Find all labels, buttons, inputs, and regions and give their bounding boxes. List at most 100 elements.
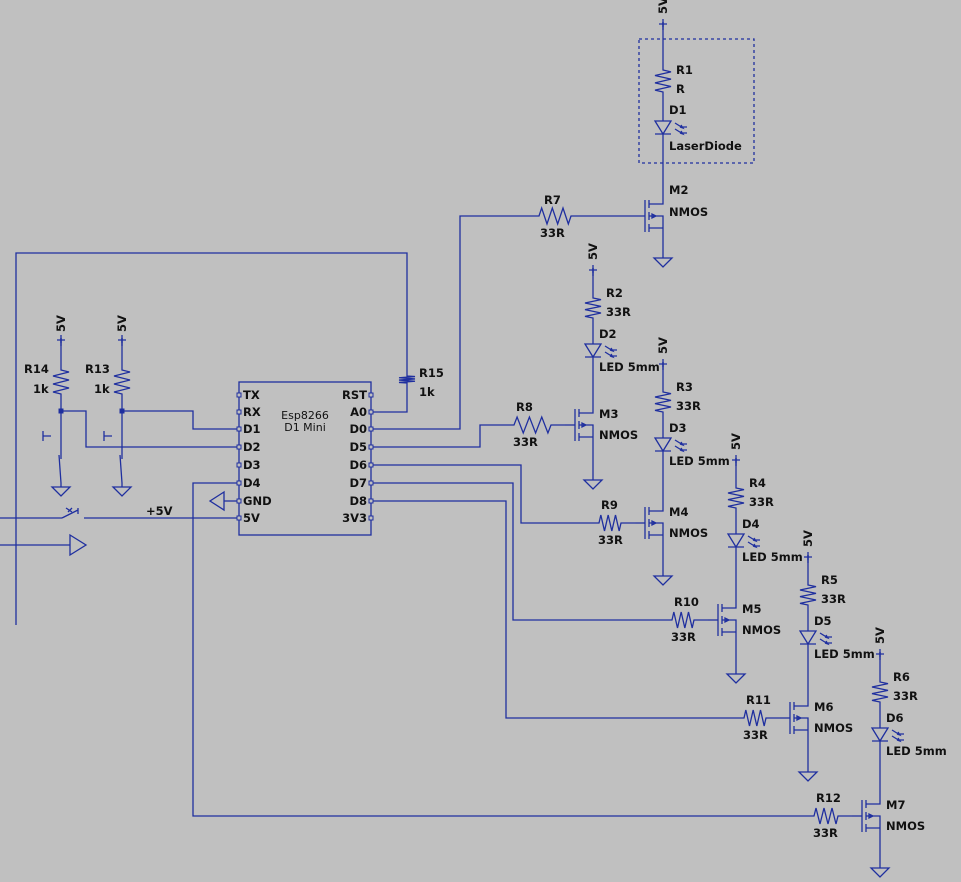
d2-val: LED 5mm [599, 360, 660, 374]
pullup-r13-resistor [113, 354, 131, 410]
pullup-r14-resistor [52, 354, 70, 410]
pin-label-rx: RX [243, 405, 261, 419]
r7-val: 33R [540, 226, 565, 240]
stage5-ground-icon [869, 864, 891, 878]
wire-d7 [371, 482, 658, 621]
stage1-nmos [574, 397, 594, 476]
r15-ref: R15 [419, 366, 444, 380]
stage4-led [798, 630, 818, 646]
rg10-ref: R10 [674, 595, 699, 609]
stage3-led [726, 533, 746, 549]
vcc-label: 5V [54, 315, 68, 332]
d5-ref: D5 [814, 614, 832, 628]
module-subname: D1 Mini [284, 421, 326, 434]
rg10-val: 33R [671, 630, 696, 644]
push-button-switch-icon [103, 411, 123, 484]
pin-d7 [368, 480, 374, 486]
rg8-val: 33R [513, 435, 538, 449]
d6-ref: D6 [886, 711, 904, 725]
rg9-val: 33R [598, 533, 623, 547]
pin-d2 [236, 444, 242, 450]
stage3-ground-icon [725, 670, 747, 684]
rg8-ref: R8 [516, 400, 533, 414]
stage5-nmos [861, 788, 881, 864]
r5-val: 33R [821, 592, 846, 606]
switch-ground-icon [111, 483, 133, 497]
stage5-resistor [871, 666, 889, 718]
pin-label-d4: D4 [243, 476, 261, 490]
stage5-led-light-icon [891, 729, 904, 743]
pin-label-d0: D0 [349, 422, 367, 436]
wire-d2 [61, 410, 239, 448]
d6-val: LED 5mm [886, 744, 947, 758]
r3-ref: R3 [676, 380, 693, 394]
power-switch-icon [61, 508, 88, 519]
pullup-r14-ref: R14 [24, 362, 49, 376]
stage4-ground-icon [797, 768, 819, 782]
stage5-gate-resistor [800, 807, 852, 825]
pin-label-d3: D3 [243, 458, 261, 472]
r6-val: 33R [893, 689, 918, 703]
pin-rx [236, 409, 242, 415]
wires [0, 22, 881, 817]
pin-label-5v: 5V [243, 511, 260, 525]
r7-ref: R7 [544, 193, 561, 207]
pin-d4 [236, 480, 242, 486]
pin-d6 [368, 462, 374, 468]
pin-label-rst: RST [342, 388, 367, 402]
m4-val: NMOS [669, 526, 708, 540]
wire-rst-loop [15, 252, 408, 625]
m3-ref: M3 [599, 407, 618, 421]
stage3-nmos [717, 592, 737, 670]
pin-5v [236, 515, 242, 521]
pin-d3 [236, 462, 242, 468]
r1-resistor [654, 54, 672, 108]
wire-d5 [371, 424, 500, 448]
m6-ref: M6 [814, 700, 833, 714]
vcc-label: 5V [873, 627, 887, 644]
r6-ref: R6 [893, 670, 910, 684]
pin-d8 [368, 498, 374, 504]
laser-module-box [638, 38, 755, 164]
r4-val: 33R [749, 495, 774, 509]
m4-ref: M4 [669, 505, 688, 519]
stage4-resistor [799, 569, 817, 621]
stage2-ground-icon [652, 572, 674, 586]
r5-ref: R5 [821, 573, 838, 587]
stage2-resistor [654, 376, 672, 428]
vcc-label: 5V [656, 337, 670, 354]
stage4-gate-resistor [730, 709, 780, 727]
rg12-ref: R12 [816, 791, 841, 805]
pin-label-d7: D7 [349, 476, 367, 490]
stage2-led-light-icon [674, 439, 687, 453]
pin-d1 [236, 426, 242, 432]
m7-ref: M7 [886, 798, 905, 812]
d3-ref: D3 [669, 421, 687, 435]
wire-d6 [371, 464, 585, 524]
stage3-led-light-icon [747, 535, 760, 549]
r4-ref: R4 [749, 476, 766, 490]
wire-d8 [371, 500, 730, 719]
m5-val: NMOS [742, 623, 781, 637]
wire [371, 399, 408, 413]
m2-ground-icon [652, 254, 674, 268]
wire-d4 [192, 482, 800, 817]
stage5-led [870, 727, 890, 743]
stage3-gate-resistor [658, 611, 708, 629]
pin-label-d2: D2 [243, 440, 261, 454]
switch-ground-icon [50, 483, 72, 497]
pin-d5 [368, 444, 374, 450]
r2-ref: R2 [606, 286, 623, 300]
stage4-led-light-icon [819, 632, 832, 646]
stage1-led-light-icon [604, 345, 617, 359]
net-label-5v: +5V [146, 504, 173, 518]
vcc-label: 5V [586, 243, 600, 260]
r15-val: 1k [419, 385, 435, 399]
pin-label-tx: TX [243, 388, 260, 402]
pin-label-3v3: 3V3 [342, 511, 367, 525]
rg11-ref: R11 [746, 693, 771, 707]
d4-ref: D4 [742, 517, 760, 531]
r3-val: 33R [676, 399, 701, 413]
pullup-r13-val: 1k [94, 382, 110, 396]
